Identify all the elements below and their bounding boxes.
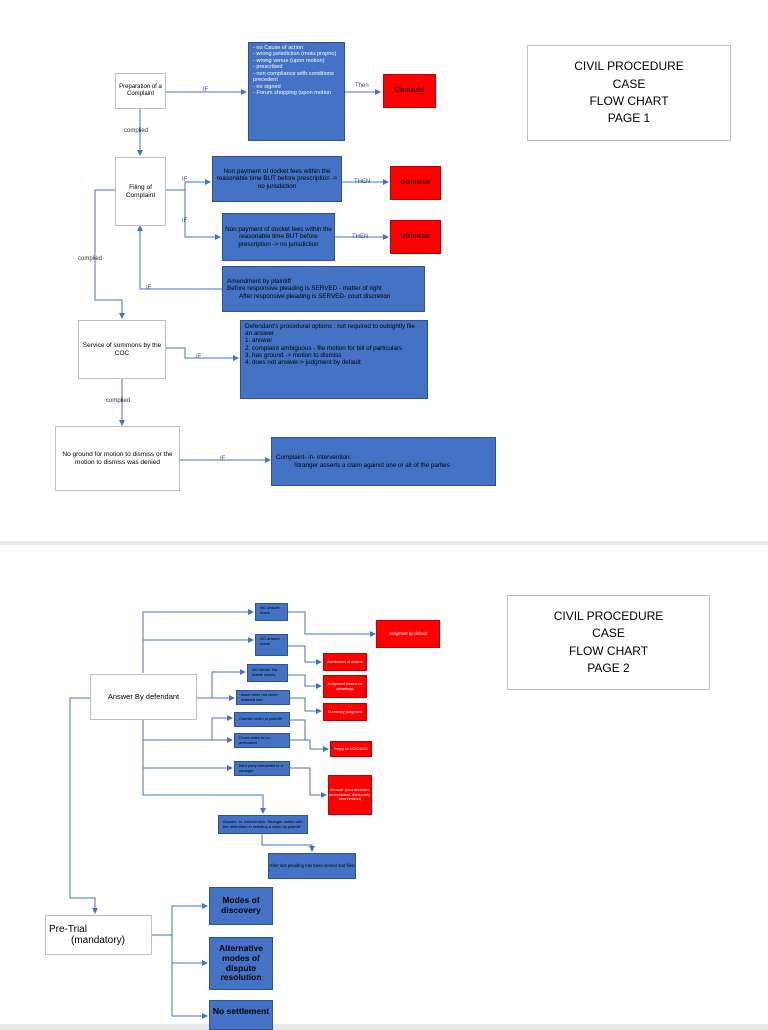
- filing-box: Filing of Complaint: [115, 157, 166, 226]
- pretrial-line-2: (mandatory): [71, 935, 125, 946]
- preparation-box: Preparation of a Complaint: [115, 73, 166, 109]
- intervention-box: Complaint- in- intervention: Stranger as…: [271, 437, 496, 486]
- pretrial-line-1: Pre-Trial: [49, 923, 87, 935]
- if-label: IF: [196, 354, 202, 360]
- service-box: Service of summons by the COC: [78, 320, 166, 379]
- no-denial-box: NO denial. No triable issues: [247, 664, 288, 682]
- modes-box: Modes of discovery: [209, 887, 273, 925]
- third-party-box: third party complaint to a stranger: [234, 761, 290, 776]
- page-1-title-box: CIVIL PROCEDURE CASE FLOW CHART PAGE 1: [527, 45, 731, 141]
- judgment-pleadings-box: Judgment based on pleadings: [323, 675, 367, 698]
- admission-box: Admission of claims: [323, 653, 367, 671]
- dismissal-box-2: Dismissal: [390, 166, 441, 200]
- no-settlement-box: No settlement: [209, 1000, 273, 1030]
- nonpayment-box-1: Non payment of docket fees within the re…: [212, 156, 342, 202]
- last-pleading-box: After last pleading has been served and …: [268, 853, 356, 879]
- then-label: Then: [355, 83, 369, 89]
- intervention-line-1: Complaint- in- intervention:: [276, 454, 352, 462]
- if-label: IF: [182, 218, 188, 224]
- title-line-3: FLOW CHART: [568, 643, 649, 658]
- no-answer-box-2: NO answer made: [255, 634, 288, 656]
- title-line-4: PAGE 2: [587, 660, 630, 675]
- title-line-2: CASE: [612, 76, 646, 91]
- no-answer-box-1: NO answer made: [255, 603, 288, 621]
- dismissal-box-1: Dismissal: [383, 74, 436, 108]
- material-fact-box: Issue does not cover material fact: [236, 690, 290, 705]
- if-label: IF: [203, 87, 209, 93]
- cross-claim-box: Cross claim to co-defendant: [234, 733, 290, 748]
- intervention-line-2: Stranger asserts a claim against one or …: [294, 461, 450, 469]
- if-label: IF: [220, 456, 226, 462]
- answer-box: Answer By defendant: [90, 674, 197, 720]
- reply-box: Reply to COC/ACC: [330, 741, 372, 757]
- amendment-line-3: After responsive pleading is SERVED- cou…: [239, 292, 391, 300]
- counter-claim-box: Counter claim to plaintiff: [234, 712, 290, 727]
- complied-label: complied: [124, 128, 149, 134]
- options-box: Defendant's procedural options : not req…: [240, 320, 428, 399]
- title-line-1: CIVIL PROCEDURE: [574, 59, 684, 74]
- then-label: THEN: [352, 234, 369, 240]
- complied-label: complied: [106, 398, 131, 404]
- answer-in-intervention-box: Answer- in- intervention: Stranger unite…: [218, 815, 308, 834]
- grounds-box: - no Cause of action - wrong jurisdictio…: [248, 42, 345, 141]
- dismissal-box-3: Dismissal: [390, 220, 441, 254]
- page-2-title-box: CIVIL PROCEDURE CASE FLOW CHART PAGE 2: [507, 595, 710, 690]
- if-label: IF: [146, 285, 152, 291]
- answer-counterclaims-box: Answer (counterclaim, crossclaims, third…: [328, 775, 372, 815]
- if-label: IF: [182, 177, 188, 183]
- title-line-4: PAGE 1: [607, 111, 651, 126]
- noground-box: No ground for motion to dismiss or the m…: [55, 426, 180, 491]
- amendment-line-2: Before responsive pleading is SERVED - m…: [227, 285, 382, 293]
- title-line-2: CASE: [592, 626, 625, 641]
- pretrial-box: Pre-Trial (mandatory): [45, 915, 152, 955]
- adr-box: Alternative modes of dispute resolution: [209, 937, 273, 990]
- nonpayment-box-2: Non payment of docket fees within the re…: [222, 213, 335, 261]
- judgment-default-box: Judgment by default: [376, 620, 440, 648]
- complied-label: complied: [78, 256, 103, 262]
- amendment-line-1: Amendment by plaintiff: [227, 278, 291, 286]
- summary-judgment-box: Summary judgment: [323, 703, 367, 721]
- title-line-3: FLOW CHART: [589, 94, 669, 108]
- amendment-box: Amendment by plaintiff Before responsive…: [222, 266, 425, 312]
- title-line-1: CIVIL PROCEDURE: [553, 608, 664, 623]
- then-label: THEN: [354, 179, 371, 185]
